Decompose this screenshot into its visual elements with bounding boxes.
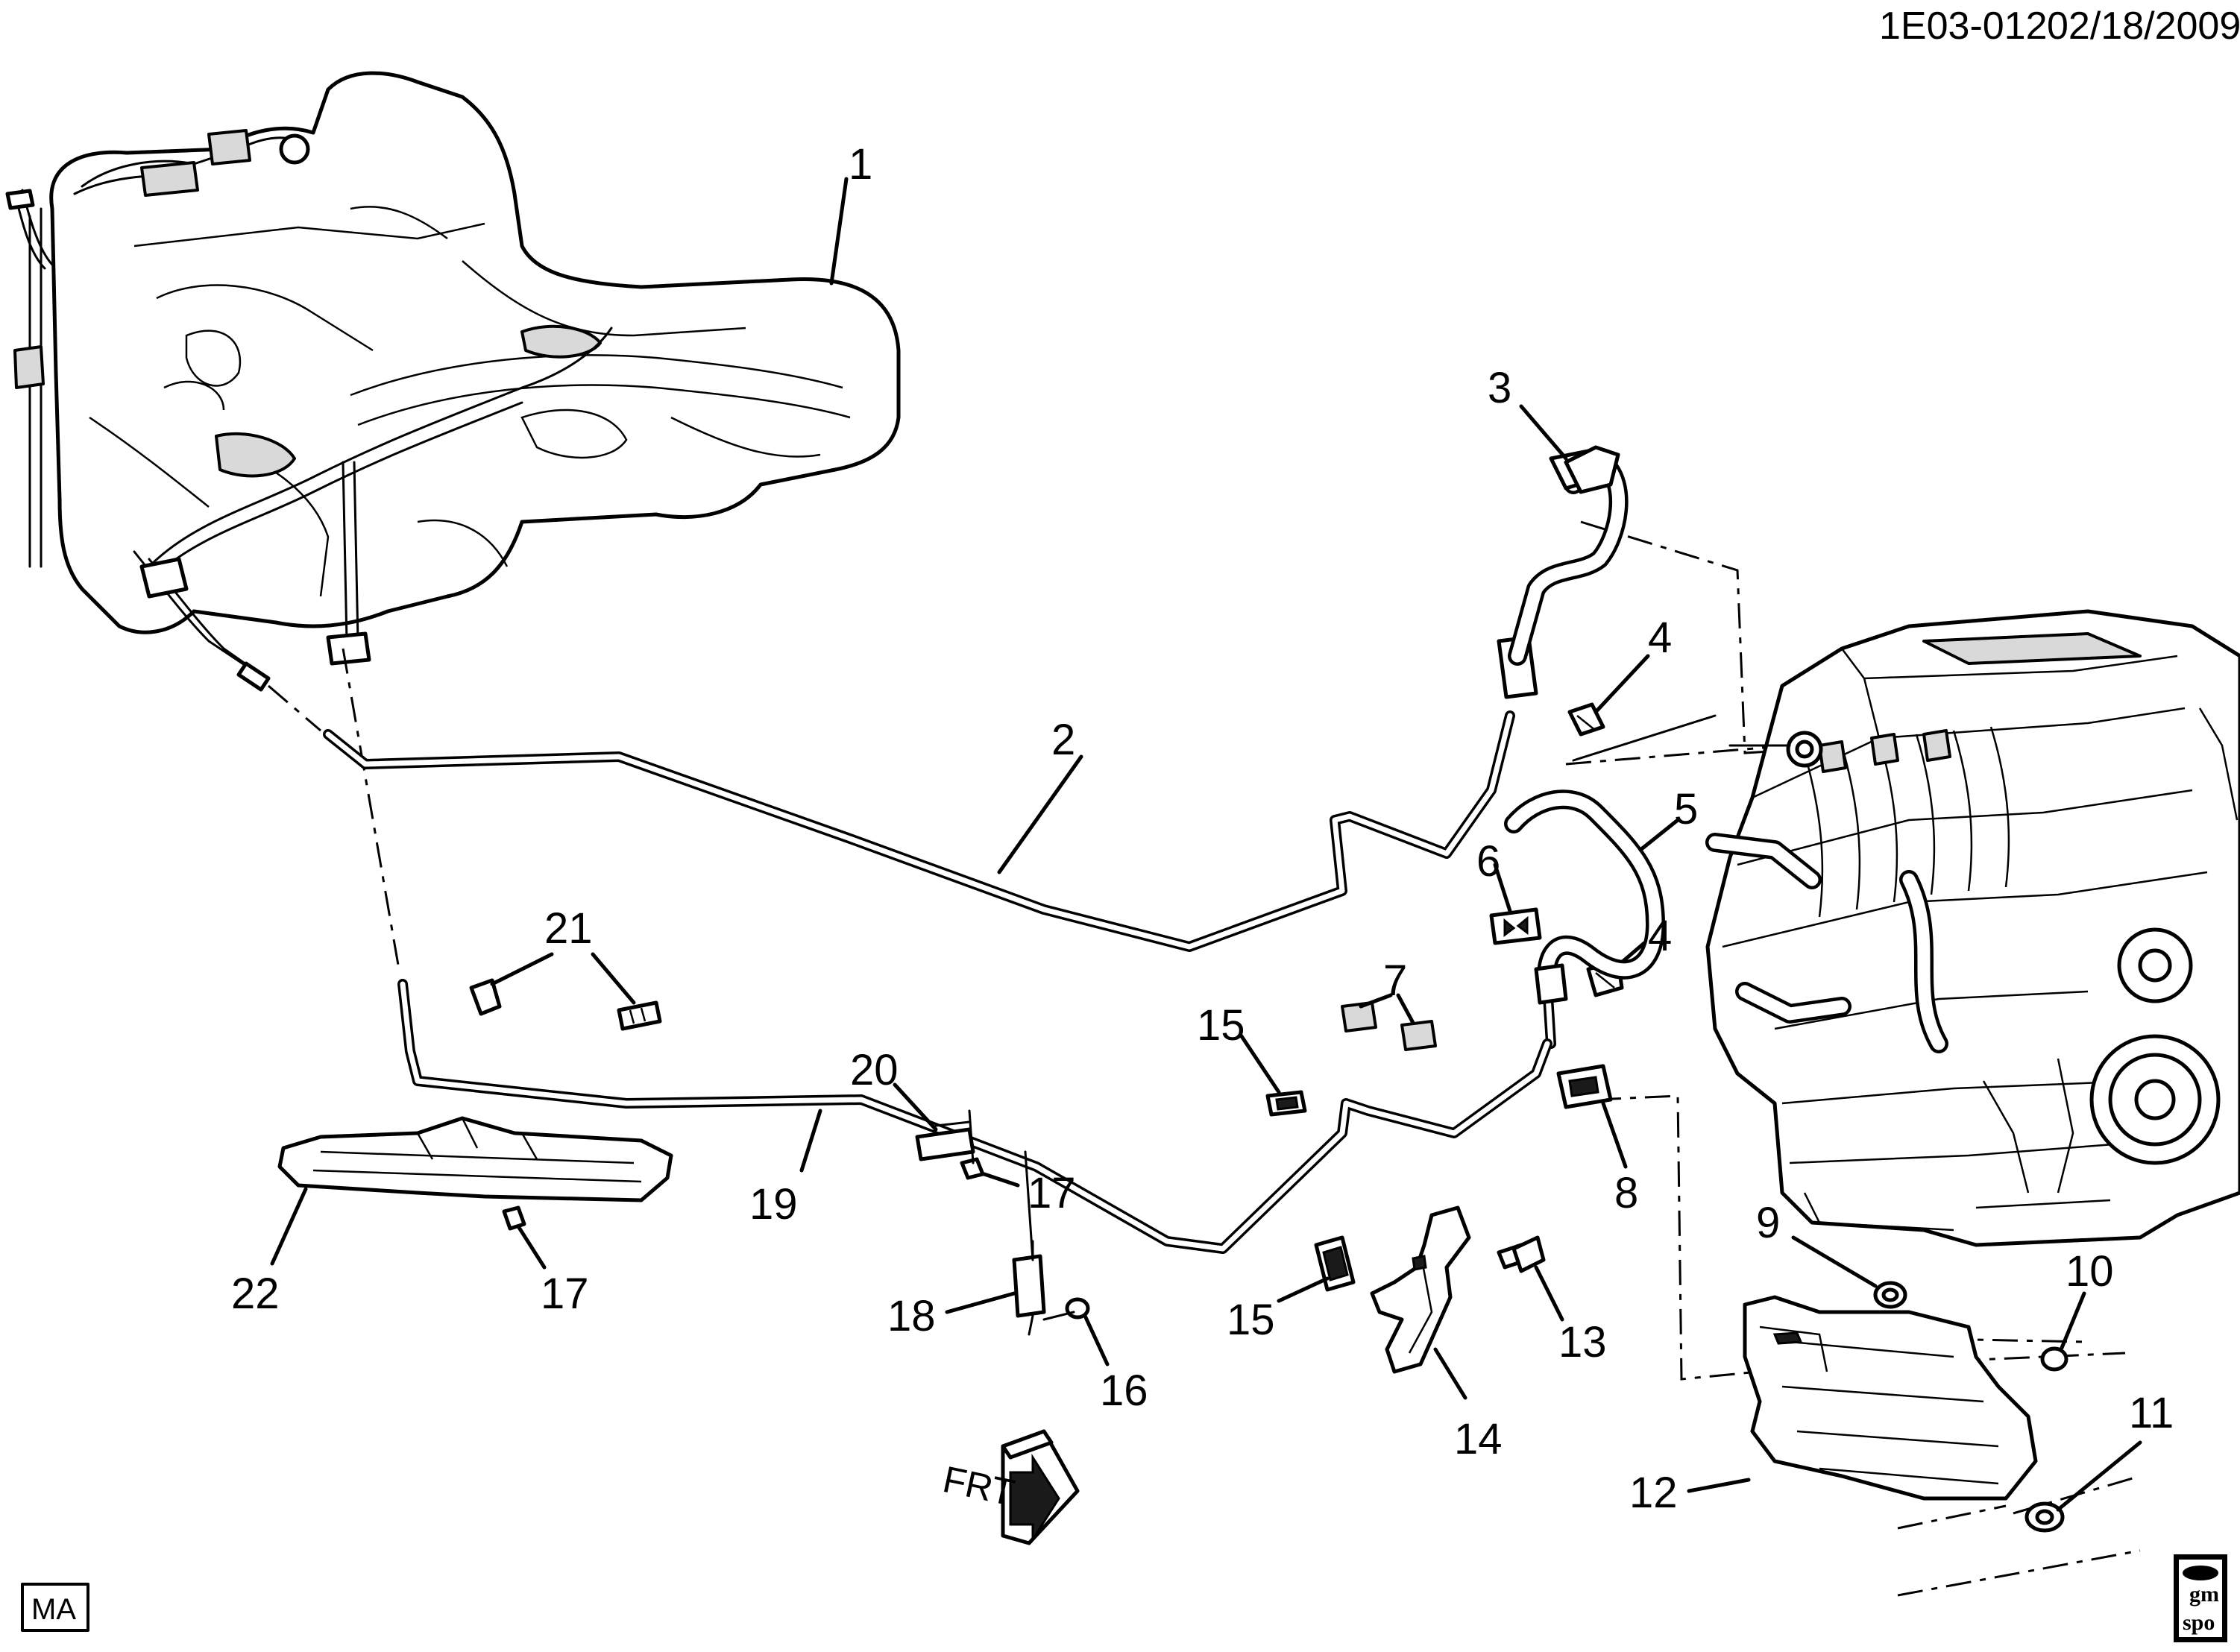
leader-3 bbox=[1519, 404, 1568, 461]
callout-13: 13 bbox=[1558, 1318, 1607, 1366]
front-direction-arrow: FRT bbox=[940, 1429, 1080, 1545]
gm-spo-logo: gm spo bbox=[2174, 1554, 2227, 1642]
leader-10 bbox=[2060, 1291, 2086, 1350]
diagram-id: 1E03-012 bbox=[1879, 4, 2048, 48]
clip-21b bbox=[617, 1000, 662, 1031]
fuel-feed-pipe bbox=[323, 635, 1538, 952]
guide-line bbox=[1565, 744, 1790, 766]
callout-6: 6 bbox=[1476, 837, 1500, 886]
evap-pipe bbox=[397, 979, 1552, 1254]
clip-21a bbox=[469, 978, 502, 1016]
callout-17a: 17 bbox=[1028, 1169, 1076, 1217]
leader-2 bbox=[997, 754, 1083, 874]
callout-9: 9 bbox=[1756, 1199, 1780, 1247]
callout-4b: 4 bbox=[1648, 912, 1672, 960]
callout-16: 16 bbox=[1100, 1366, 1148, 1415]
leader-17b bbox=[516, 1224, 547, 1270]
guide-line bbox=[342, 648, 400, 970]
pipe-clip bbox=[1012, 1150, 1046, 1336]
leader-5 bbox=[1638, 818, 1680, 852]
callout-19: 19 bbox=[749, 1180, 798, 1229]
leader-8 bbox=[1601, 1101, 1628, 1169]
pipe-retainer bbox=[915, 1109, 975, 1164]
callout-20: 20 bbox=[850, 1046, 899, 1094]
guide-line bbox=[1893, 1337, 2089, 1343]
callout-4a: 4 bbox=[1648, 614, 1672, 662]
fuel-tank bbox=[5, 71, 901, 692]
nut bbox=[2040, 1346, 2068, 1372]
heat-shield bbox=[1743, 1295, 2038, 1501]
nut-17b bbox=[502, 1205, 526, 1231]
leader-7b bbox=[1396, 993, 1415, 1025]
leader-13 bbox=[1534, 1265, 1564, 1322]
callout-10: 10 bbox=[2066, 1247, 2114, 1296]
leader-20 bbox=[893, 1082, 938, 1132]
callout-11: 11 bbox=[2129, 1389, 2174, 1437]
hose-clip bbox=[1489, 907, 1542, 945]
callout-8: 8 bbox=[1614, 1169, 1638, 1217]
guide-5 bbox=[1572, 714, 1717, 762]
pipe-shield bbox=[277, 1116, 673, 1202]
callout-15b: 15 bbox=[1227, 1296, 1275, 1344]
model-badge-label: MA bbox=[31, 1593, 76, 1626]
nut bbox=[1873, 1281, 1907, 1309]
leader-15a bbox=[1239, 1034, 1281, 1094]
model-badge: MA bbox=[21, 1583, 89, 1632]
leader-17a bbox=[982, 1172, 1020, 1188]
leader-18 bbox=[945, 1291, 1016, 1314]
clip-15b bbox=[1314, 1235, 1356, 1292]
leader-15b bbox=[1277, 1276, 1330, 1303]
mounting-bracket bbox=[1370, 1205, 1471, 1374]
clip-15a bbox=[1265, 1090, 1307, 1117]
leader-6 bbox=[1493, 863, 1512, 913]
bolt bbox=[1497, 1235, 1546, 1273]
leader-22 bbox=[270, 1187, 308, 1266]
retainer-pair bbox=[1341, 1001, 1437, 1051]
guide-line bbox=[268, 684, 321, 732]
engine bbox=[1705, 609, 2240, 1247]
callout-14: 14 bbox=[1454, 1415, 1503, 1463]
callout-3: 3 bbox=[1488, 364, 1511, 412]
screw bbox=[1042, 1297, 1090, 1321]
guide-line bbox=[1580, 520, 1805, 754]
leader-19 bbox=[799, 1109, 822, 1173]
pipe-bracket bbox=[1556, 1064, 1613, 1109]
callout-21: 21 bbox=[544, 904, 593, 953]
leader-14 bbox=[1433, 1347, 1467, 1400]
guide-line bbox=[1897, 1549, 2141, 1597]
callout-2: 2 bbox=[1051, 716, 1075, 764]
callout-18: 18 bbox=[887, 1292, 936, 1340]
evap-hose bbox=[1504, 789, 1665, 1049]
callout-1: 1 bbox=[849, 140, 872, 189]
callout-15a: 15 bbox=[1197, 1001, 1245, 1050]
leader-11 bbox=[2056, 1440, 2142, 1512]
leader-4a bbox=[1594, 654, 1650, 714]
nut bbox=[2025, 1501, 2065, 1533]
leader-12 bbox=[1687, 1478, 1751, 1493]
callout-17b: 17 bbox=[541, 1270, 589, 1318]
leader-1 bbox=[829, 177, 849, 286]
callout-5: 5 bbox=[1674, 785, 1698, 833]
leader-21a bbox=[490, 952, 554, 986]
leader-9 bbox=[1791, 1235, 1878, 1288]
leader-7a bbox=[1359, 993, 1393, 1009]
callout-12: 12 bbox=[1629, 1469, 1678, 1517]
guide-line bbox=[1897, 1504, 2007, 1530]
gm-spo-logo-text: spo bbox=[2183, 1610, 2215, 1635]
leader-16 bbox=[1083, 1314, 1110, 1366]
callout-7: 7 bbox=[1383, 956, 1407, 1005]
fuel-feed-hose bbox=[1508, 445, 1629, 666]
callout-22: 22 bbox=[231, 1270, 280, 1318]
diagram-date: 02/18/2009 bbox=[2047, 4, 2240, 48]
leader-21b bbox=[591, 952, 636, 1005]
gm-spo-logo-text: gm bbox=[2189, 1582, 2219, 1607]
